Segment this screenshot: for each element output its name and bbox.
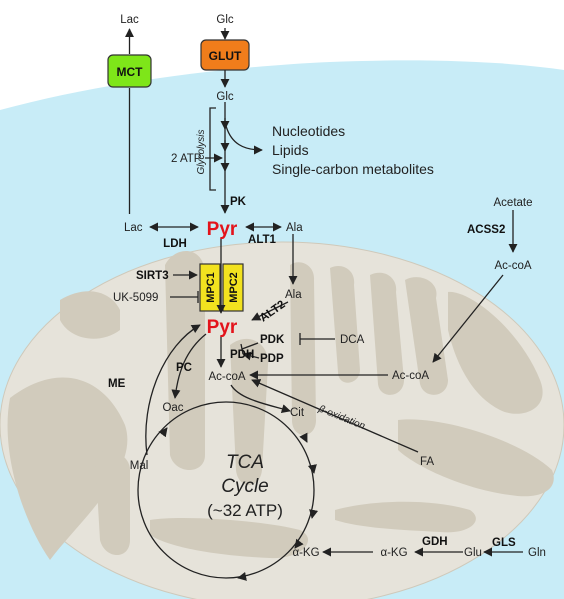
alpha-ketoglutarate-label: α-KG	[380, 547, 407, 559]
mpc-transporter: MPC1 MPC2	[199, 263, 244, 312]
glut-transporter: GLUT	[200, 39, 250, 71]
glutamate-label: Glu	[464, 547, 482, 559]
nucleotides-label: Nucleotides	[272, 123, 345, 139]
single-carbon-metabolites-label: Single-carbon metabolites	[272, 161, 434, 177]
gdh-enzyme-label: GDH	[422, 536, 448, 548]
pyruvate-mitochondrial-label: Pyr	[207, 317, 238, 338]
glucose-intracellular-label: Glc	[216, 91, 234, 103]
alpha-ketoglutarate-cycle-label: α-KG	[292, 547, 319, 559]
sirt3-enzyme-label: SIRT3	[136, 270, 169, 282]
pdh-enzyme-label: PDH	[230, 349, 254, 361]
acetyl-coa-mitochondrial-label: Ac-coA	[208, 371, 245, 383]
malate-label: Mal	[130, 460, 149, 472]
acetyl-coa-imported-label: Ac-coA	[392, 370, 429, 382]
pk-enzyme-label: PK	[230, 196, 247, 208]
acetyl-coa-cytosolic-label: Ac-coA	[494, 260, 531, 272]
pc-enzyme-label: PC	[176, 362, 192, 374]
acetate-label: Acetate	[494, 197, 533, 209]
glut-label: GLUT	[209, 49, 242, 63]
glutamine-label: Gln	[528, 547, 546, 559]
pathway-arrows	[124, 28, 523, 581]
lactate-intracellular-label: Lac	[124, 222, 143, 234]
glycolysis-label: Glycolysis	[196, 129, 207, 174]
mct-label: MCT	[117, 65, 144, 79]
mitochondrion	[0, 241, 564, 599]
dca-label: DCA	[340, 334, 365, 346]
uk5099-inhibitor-label: UK-5099	[113, 292, 158, 304]
mpc2-label: MPC2	[228, 272, 240, 303]
fatty-acid-label: FA	[420, 456, 434, 468]
lipids-label: Lipids	[272, 142, 309, 158]
citrate-label: Cit	[290, 407, 305, 419]
tca-cycle-title-line1: TCA	[226, 452, 264, 473]
glucose-extracellular-label: Glc	[216, 14, 234, 26]
acss2-enzyme-label: ACSS2	[467, 224, 505, 236]
alt1-enzyme-label: ALT1	[248, 234, 277, 246]
tca-cycle-title-line2: Cycle	[221, 476, 269, 497]
ldh-enzyme-label: LDH	[163, 238, 187, 250]
oxaloacetate-label: Oac	[162, 402, 183, 414]
mct-transporter: MCT	[107, 54, 152, 88]
lactate-extracellular-label: Lac	[120, 14, 139, 26]
me-enzyme-label: ME	[108, 378, 126, 390]
pdk-enzyme-label: PDK	[260, 334, 285, 346]
mpc1-label: MPC1	[205, 272, 217, 303]
pyruvate-cytosolic-label: Pyr	[207, 219, 238, 240]
gls-enzyme-label: GLS	[492, 537, 516, 549]
pdp-enzyme-label: PDP	[260, 353, 284, 365]
glycolysis-atp-label: 2 ATP	[171, 153, 202, 165]
alanine-mitochondrial-label: Ala	[285, 289, 302, 301]
alanine-cytosolic-label: Ala	[286, 222, 303, 234]
tca-cycle-atp-yield: (~32 ATP)	[207, 501, 283, 520]
